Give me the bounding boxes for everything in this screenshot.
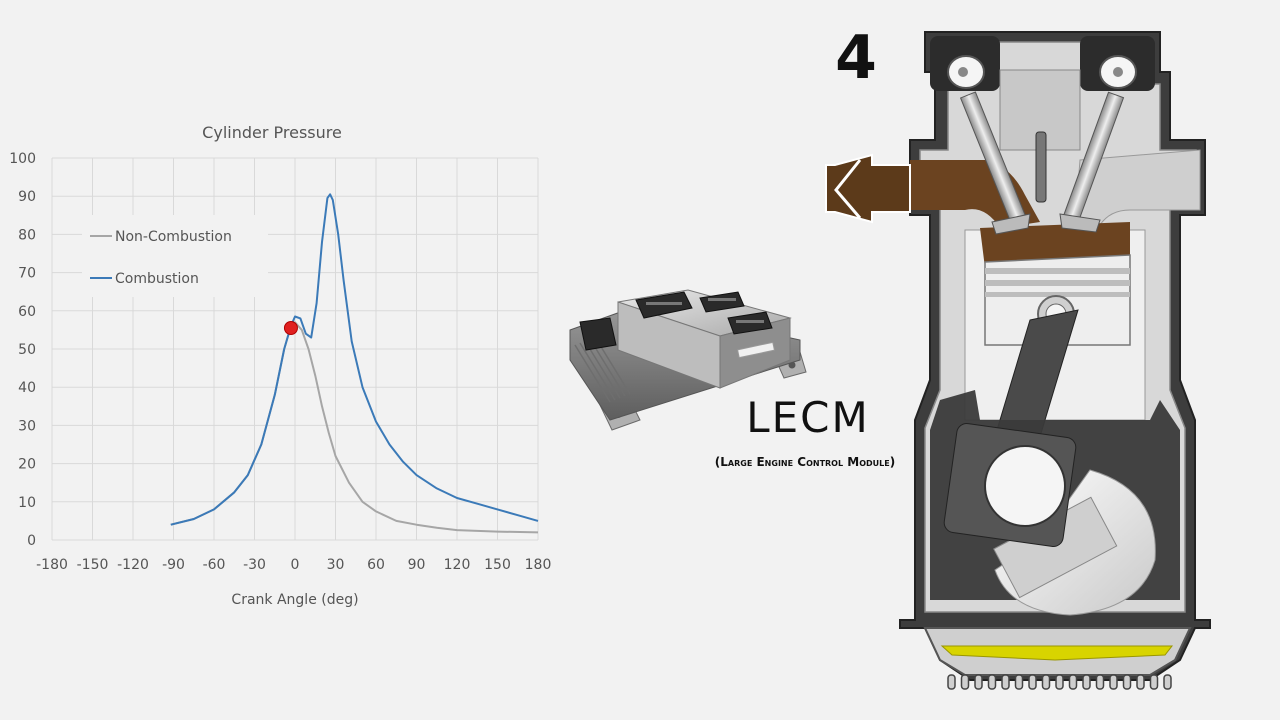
exhaust-valve (959, 91, 1031, 235)
oil-pan-fin (1163, 674, 1172, 690)
oil-pan-fin (1136, 674, 1145, 690)
oil-pan-fin (974, 674, 983, 690)
x-axis-label: Crank Angle (deg) (231, 592, 358, 608)
y-tick-label: 20 (18, 457, 36, 473)
oil-pan-fin (1068, 674, 1078, 690)
x-tick-label: 90 (408, 557, 426, 573)
x-axis-ticks: -180 -150 -120 -90 -60 -30 0 30 60 90 120 150 180 (36, 557, 551, 573)
y-tick-label: 90 (18, 189, 36, 205)
x-tick-label: -150 (77, 557, 109, 573)
oil-pan-fin (1028, 674, 1037, 690)
y-tick-label: 70 (18, 266, 36, 282)
stroke-number: 4 (835, 23, 877, 93)
chart-title: Cylinder Pressure (202, 123, 342, 142)
intake-valve (1059, 91, 1125, 233)
oil-pan-fin (1109, 674, 1118, 690)
spark-plug (1035, 131, 1047, 203)
x-tick-label: 30 (327, 557, 345, 573)
legend-background (82, 215, 268, 297)
oil-pan-fin (1095, 674, 1105, 690)
x-tick-label: -90 (162, 557, 185, 573)
oil-pan-fin (1001, 674, 1010, 690)
chart-series (170, 193, 539, 534)
x-tick-label: -120 (117, 557, 149, 573)
oil-pan-fin (987, 674, 997, 690)
crankshaft-big-end (943, 422, 1077, 548)
y-tick-label: 50 (18, 342, 36, 358)
x-tick-label: 120 (444, 557, 471, 573)
oil-pan-fin (960, 674, 970, 690)
x-tick-label: -180 (36, 557, 68, 573)
oil-pan-fins (947, 674, 1172, 690)
exhaust-arrow-chevron (834, 159, 862, 219)
oil-level (940, 645, 1174, 661)
y-tick-label: 30 (18, 418, 36, 434)
cylinder-pressure-chart: Cylinder Pressure 0 10 20 30 40 50 60 70 80 90 100… (9, 123, 551, 608)
legend-label-combustion: Combustion (115, 271, 199, 287)
x-tick-label: 150 (484, 557, 511, 573)
ecu-module-illustration (569, 289, 807, 431)
legend-label-non-combustion: Non-Combustion (115, 229, 232, 245)
y-tick-label: 0 (27, 533, 36, 549)
oil-pan-fin (1149, 674, 1159, 690)
camshaft-right (1099, 55, 1137, 89)
marker-layer (283, 320, 298, 335)
y-tick-label: 40 (18, 380, 36, 396)
exhaust-flow-arrow (825, 153, 911, 224)
oil-pan-fin (1122, 674, 1132, 690)
oil-pan-fin (1041, 674, 1051, 690)
engine-cutaway (899, 31, 1211, 690)
y-tick-label: 100 (9, 151, 36, 167)
oil-pan-fin (1082, 674, 1091, 690)
x-tick-label: 180 (525, 557, 552, 573)
x-tick-label: -30 (243, 557, 266, 573)
series-line-combustion (170, 193, 539, 526)
crank-position-marker (283, 320, 298, 335)
camshaft-left (947, 55, 985, 89)
y-tick-label: 80 (18, 227, 36, 243)
x-tick-label: 0 (291, 557, 300, 573)
y-axis-ticks: 0 10 20 30 40 50 60 70 80 90 100 (9, 151, 36, 549)
oil-pan-fin (1055, 674, 1064, 690)
x-tick-label: -60 (203, 557, 226, 573)
legend: Non-Combustion Combustion (90, 229, 232, 287)
oil-pan-fin (1014, 674, 1024, 690)
x-tick-label: 60 (367, 557, 385, 573)
y-tick-label: 60 (18, 304, 36, 320)
module-name: LECM (746, 393, 870, 442)
module-description: (Large Engine Control Module) (715, 455, 895, 469)
oil-pan-fin (947, 674, 956, 690)
y-tick-label: 10 (18, 495, 36, 511)
